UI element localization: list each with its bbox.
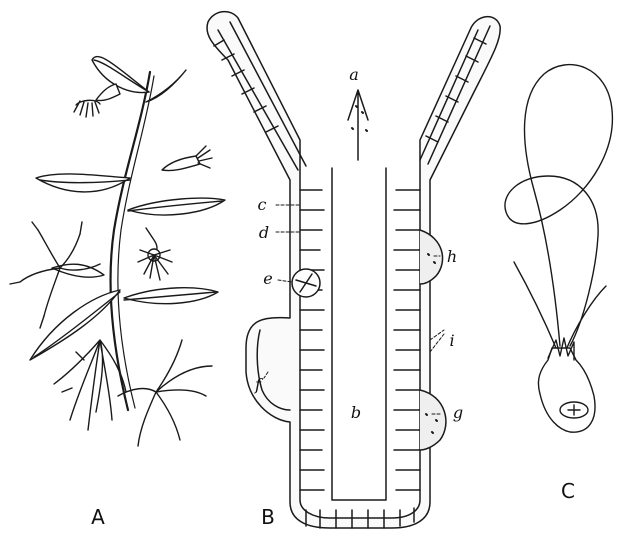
hydra-body — [538, 348, 595, 432]
gut-cavity — [332, 168, 386, 500]
coiled-tentacles — [505, 65, 612, 346]
hydra-body — [96, 84, 120, 101]
panel-c-illustration — [505, 65, 612, 433]
bulge-g — [420, 390, 446, 450]
label-e: e — [263, 269, 272, 288]
panel-a-illustration — [10, 57, 225, 446]
caption-c: C — [561, 479, 575, 503]
label-d: d — [259, 223, 269, 242]
label-h: h — [447, 247, 457, 266]
bulge-h — [420, 230, 443, 284]
label-a: a — [349, 65, 359, 84]
label-i: i — [449, 331, 454, 350]
caption-b: B — [261, 505, 275, 529]
hydra-body — [162, 156, 200, 171]
caption-a: A — [91, 505, 105, 529]
label-c: c — [258, 195, 267, 214]
label-b: b — [351, 403, 361, 422]
label-g: g — [453, 403, 463, 422]
panel-b-section — [207, 12, 500, 528]
leaf — [128, 198, 225, 215]
